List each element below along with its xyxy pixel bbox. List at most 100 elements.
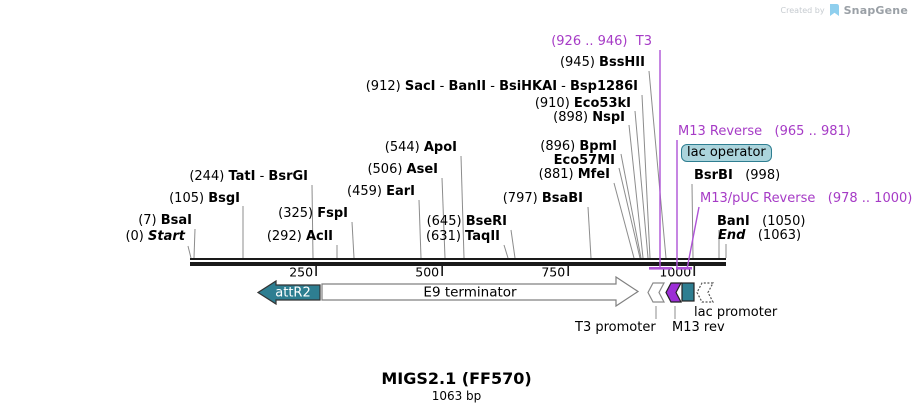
- feature-arrow-e9-terminator: [321, 275, 640, 308]
- site-label-end: End (1063): [718, 228, 801, 243]
- t3-bar: [649, 267, 672, 270]
- label-segment: (7): [138, 213, 161, 228]
- site-label-eari: (459) EarI: [347, 184, 415, 199]
- site-label-mfei: (881) MfeI: [539, 167, 610, 182]
- label-segment: (506): [367, 162, 407, 177]
- feature-glyph-m13-rev-glyph: [665, 282, 682, 303]
- label-segment: (0): [125, 229, 149, 244]
- leader-line-bsrbi: [691, 183, 694, 259]
- ruler-label-500: 500: [415, 265, 439, 280]
- leader-line-eco57mi: [618, 167, 641, 259]
- ruler-tick-500: [441, 266, 443, 276]
- label-segment: NspI: [592, 110, 625, 125]
- plasmid-title: MIGS2.1 (FF570): [381, 369, 532, 388]
- label-segment: SacI: [404, 79, 436, 94]
- label-segment: (926 .. 946): [551, 34, 636, 49]
- label-segment: (910): [534, 96, 574, 111]
- plasmid-length: 1063 bp: [431, 389, 482, 403]
- label-segment: (544): [384, 140, 424, 155]
- label-segment: -: [486, 79, 500, 94]
- label-segment: BanI: [717, 214, 750, 229]
- label-segment: TaqII: [465, 229, 500, 244]
- site-label-apoi: (544) ApoI: [385, 140, 457, 155]
- label-segment: BsgI: [208, 191, 240, 206]
- label-segment: BssHII: [599, 55, 645, 70]
- label-segment: BsrBI: [694, 168, 733, 183]
- ruler-tick-750: [567, 266, 570, 276]
- sequence-line-bottom: [190, 262, 726, 266]
- label-segment: (105): [169, 191, 209, 206]
- label-segment: BsiHKAI: [499, 79, 558, 94]
- label-segment: End: [718, 228, 746, 243]
- site-label-fspi: (325) FspI: [278, 206, 348, 221]
- label-segment: FspI: [317, 206, 348, 221]
- site-label-acli: (292) AclI: [267, 229, 333, 244]
- leader-line-fspi: [351, 221, 355, 259]
- leader-line-bsshii: [648, 70, 667, 259]
- label-segment: M13/pUC Reverse: [700, 191, 828, 206]
- primer-leader-m13-puc-reverse: [686, 206, 700, 270]
- feature-arrow-label-attr2: attR2: [275, 286, 310, 301]
- watermark-brand: SnapGene: [843, 3, 908, 17]
- label-segment: T3: [635, 34, 652, 49]
- label-segment: (978 .. 1000): [827, 191, 913, 206]
- label-segment: (244): [189, 169, 229, 184]
- site-label-bani: BanI (1050): [717, 214, 805, 229]
- label-segment: (945): [559, 55, 600, 70]
- label-segment: (459): [347, 184, 387, 199]
- label-segment: BseRI: [465, 214, 507, 229]
- label-segment: (797): [502, 191, 542, 206]
- site-label-bsai: (7) BsaI: [138, 213, 192, 228]
- label-segment: (998): [732, 168, 781, 183]
- label-segment: -: [255, 169, 269, 184]
- label-segment: (645): [426, 214, 466, 229]
- ruler-tick-1000: [693, 266, 696, 276]
- site-label-eco53ki: (910) Eco53kI: [535, 96, 631, 111]
- m13-reverse-bar: [676, 267, 692, 270]
- lac-operator-badge: lac operator: [681, 144, 772, 162]
- label-segment: Eco53kI: [573, 96, 631, 111]
- label-segment: M13 Reverse: [678, 124, 775, 139]
- primer-label-m13-puc-reverse: M13/pUC Reverse (978 .. 1000): [700, 191, 912, 206]
- m13-rev-label: M13 rev: [672, 320, 725, 335]
- label-segment: (898): [553, 110, 593, 125]
- sequence-line-top: [190, 258, 726, 260]
- leader-line-eco53ki: [634, 110, 649, 259]
- site-label-bpmi: (896) BpmI: [540, 139, 617, 154]
- site-label-bsgi: (105) BsgI: [169, 191, 240, 206]
- label-segment: (325): [278, 206, 318, 221]
- leader-line-apoi: [460, 155, 465, 259]
- label-segment: (631): [425, 229, 466, 244]
- site-label-start: (0) Start: [125, 229, 185, 244]
- site-label-bsrbi: BsrBI (998): [694, 168, 780, 183]
- label-segment: -: [435, 79, 449, 94]
- leader-line-bseri: [510, 229, 516, 259]
- feature-arrow-label-e9-terminator: E9 terminator: [423, 285, 517, 301]
- label-segment: Bsp1286I: [570, 79, 638, 94]
- leader-line-nspi: [628, 124, 644, 259]
- site-label-asei: (506) AseI: [367, 162, 438, 177]
- feature-arrow-attr2: [256, 279, 321, 306]
- label-segment: (1050): [749, 214, 806, 229]
- site-label-eco57mi: Eco57MI: [554, 153, 615, 168]
- feature-glyph-lac-promoter-glyph: [696, 282, 714, 303]
- label-segment: AclI: [305, 229, 333, 244]
- label-segment: -: [557, 79, 571, 94]
- label-segment: BsaI: [160, 213, 192, 228]
- label-segment: ApoI: [423, 140, 457, 155]
- leader-line-asei: [441, 177, 446, 259]
- site-label-bsabi: (797) BsaBI: [503, 191, 583, 206]
- leader-line-bsai: [193, 228, 196, 259]
- site-label-saci-banii-bsihkai-bsp1286i: (912) SacI - BanII - BsiHKAI - Bsp1286I: [366, 79, 638, 94]
- site-label-bsshii: (945) BssHII: [560, 55, 645, 70]
- label-segment: AseI: [406, 162, 438, 177]
- site-label-bseri: (645) BseRI: [427, 214, 507, 229]
- leader-line-saci-banii-bsihkai-bsp1286i: [641, 94, 651, 259]
- primer-label-t3: (926 .. 946) T3: [551, 34, 652, 49]
- label-segment: BpmI: [579, 139, 617, 154]
- label-segment: Start: [148, 229, 185, 244]
- lac-promoter-label: lac promoter: [694, 305, 778, 320]
- label-segment: TatI: [228, 169, 256, 184]
- watermark-created-by: Created by: [780, 5, 825, 15]
- leader-line-start: [187, 245, 192, 259]
